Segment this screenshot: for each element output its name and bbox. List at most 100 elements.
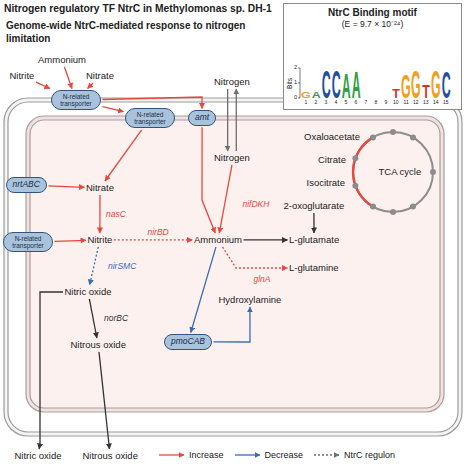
- position-number: 12: [413, 100, 419, 105]
- node-text: TCA cycle: [379, 167, 422, 178]
- logo-letter: C: [442, 67, 451, 104]
- tca-circle: [353, 132, 433, 212]
- node-text: Nitrous oxide: [83, 451, 138, 462]
- legend-line-sample: [158, 451, 186, 459]
- outer-membrane: [4, 98, 462, 436]
- transporter-shape: N-related transporter: [51, 90, 101, 110]
- position-number: 14: [433, 100, 439, 105]
- node-text: Citrate: [318, 155, 346, 166]
- logo-letter: A: [312, 91, 321, 99]
- tca-dot: [352, 155, 358, 161]
- node-text: nrtABC: [13, 180, 40, 190]
- node-text: (E = 9.7 × 10⁻²⁴): [284, 20, 461, 30]
- node-text: Nitric oxide: [15, 451, 62, 462]
- legend-text: Decrease: [265, 450, 304, 460]
- node-text: L-glutamate: [289, 235, 339, 246]
- metabolite-node: Nitrogen: [214, 153, 250, 164]
- tca-dot: [410, 134, 416, 140]
- tca-dot: [370, 134, 376, 140]
- metabolite-node: Nitrate: [86, 71, 114, 82]
- connector-arrow: [244, 239, 288, 240]
- logo-letter: G: [431, 66, 441, 104]
- tca-increase-arc: [353, 137, 373, 206]
- legend-item: Decrease: [234, 450, 304, 460]
- connector-arrow: [64, 67, 72, 89]
- node-text: Nitrate: [86, 71, 114, 82]
- legend-item: NtrC regulon: [313, 450, 395, 460]
- position-number: 5: [345, 100, 348, 105]
- metabolite-node: Nitric oxide: [65, 287, 112, 298]
- connector-arrow: [191, 247, 216, 333]
- node-text: L-glutamine: [289, 263, 339, 274]
- enzyme-gene-label: nasC: [106, 209, 126, 219]
- position-number: 1: [305, 100, 308, 105]
- node-text: Nitrate: [86, 183, 114, 194]
- position-number: 13: [423, 100, 429, 105]
- position-number: 8: [375, 100, 378, 105]
- connector-arrow: [48, 186, 84, 188]
- position-number: 15: [443, 100, 449, 105]
- legend: Increase Decrease NtrC regulon: [158, 450, 395, 460]
- position-number: 4: [335, 100, 338, 105]
- logo-letter: C: [332, 66, 341, 104]
- metabolite-node: Nitrite: [10, 71, 35, 82]
- axis-title: Bits: [285, 78, 292, 89]
- legend-text: Increase: [189, 450, 224, 460]
- tca-dot: [430, 169, 436, 175]
- metabolite-node: Nitrous oxide: [71, 340, 126, 351]
- connector-arrow: [222, 247, 287, 268]
- metabolite-node: L-glutamate: [289, 235, 339, 246]
- connector-arrow: [90, 247, 99, 285]
- node-text: Ammonium: [38, 55, 86, 66]
- tca-dot: [390, 129, 396, 135]
- protein-shape: amt: [188, 110, 216, 126]
- subtitle-text: Genome-wide NtrC-mediated response to ni…: [6, 20, 278, 45]
- connector-arrow: [202, 127, 215, 233]
- legend-item: Increase: [158, 450, 224, 460]
- connector-arrow: [227, 89, 228, 151]
- position-number: 6: [355, 100, 358, 105]
- position-number: 2: [315, 100, 318, 105]
- legend-text: NtrC regulon: [344, 450, 395, 460]
- metabolite-node: Hydroxylamine: [219, 295, 282, 306]
- node-text: Nitric oxide: [65, 287, 112, 298]
- node-text: Nitrite: [10, 71, 35, 82]
- metabolite-node: Ammonium: [194, 235, 242, 246]
- metabolite-node: Citrate: [318, 155, 346, 166]
- node-text: N-related transporter: [6, 235, 50, 249]
- logo-letter: A: [342, 68, 351, 104]
- node-text: NtrC Binding motif: [284, 7, 461, 19]
- protein-shape: nrtABC: [6, 177, 47, 193]
- transporter-shape: N-related transporter: [125, 108, 175, 128]
- metabolite-node: Nitrous oxide: [83, 451, 138, 462]
- node-text: amt: [195, 113, 209, 123]
- protein-shape: pmoCAB: [164, 334, 212, 350]
- figure-title: Nitrogen regulatory TF NtrC in Methylomo…: [4, 3, 272, 14]
- metabolite-node: Nitrogen: [214, 77, 250, 88]
- connector-arrow: [103, 107, 124, 112]
- logo-letter: C: [322, 66, 331, 104]
- connector-arrow: [219, 165, 232, 233]
- connector-arrow: [99, 195, 100, 233]
- node-text: Hydroxylamine: [219, 295, 282, 306]
- connector-arrow: [236, 89, 237, 151]
- metabolite-node: Nitric oxide: [15, 451, 62, 462]
- node-text: Nitrogen: [214, 77, 250, 88]
- node-text: Nitrogen: [214, 153, 250, 164]
- inner-membrane: [26, 116, 444, 412]
- outer-membrane-inner-line: [8, 102, 458, 432]
- connector-arrow: [88, 83, 94, 89]
- enzyme-gene-label: nirBD: [148, 227, 169, 237]
- node-text: Isocitrate: [307, 178, 346, 189]
- connector-arrow: [114, 239, 193, 240]
- logo-letter: T: [422, 82, 430, 101]
- node-text: N-related transporter: [128, 111, 172, 125]
- legend-line-sample: [234, 451, 262, 459]
- metabolite-node: Oxaloacetate: [304, 132, 360, 143]
- position-number: 7: [365, 100, 368, 105]
- logo-letter: A: [352, 67, 361, 104]
- node-text: Oxaloacetate: [304, 132, 360, 143]
- connector-arrow: [103, 97, 203, 109]
- position-number: 9: [385, 100, 388, 105]
- legend-line-sample: [313, 451, 341, 459]
